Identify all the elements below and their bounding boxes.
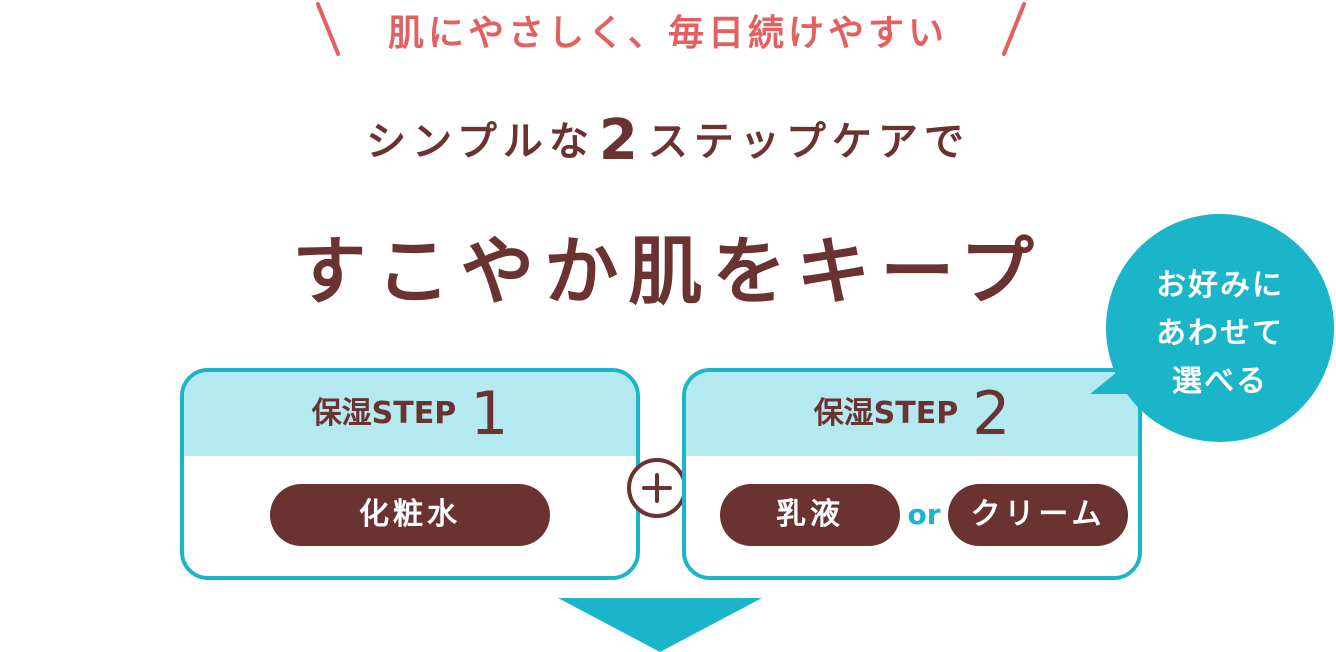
step-1-label: 保湿STEP xyxy=(311,396,457,431)
plus-circle-icon xyxy=(627,458,687,518)
bubble-line-2: あわせて xyxy=(1156,316,1284,351)
subtitle-after: ステップケアで xyxy=(647,119,970,165)
cream-pill: クリーム xyxy=(948,484,1128,546)
or-connector: or xyxy=(907,498,941,531)
tagline: 肌にやさしく、毎日続けやすい xyxy=(387,13,948,54)
subtitle-before: シンプルな xyxy=(366,119,595,165)
subtitle-number: 2 xyxy=(598,108,644,173)
speech-bubble-text: お好みに あわせて 選べる xyxy=(1106,262,1334,406)
milk-pill: 乳液 xyxy=(720,484,900,546)
bubble-line-3: 選べる xyxy=(1172,364,1268,399)
bubble-line-1: お好みに xyxy=(1156,268,1284,303)
tagline-block: 肌にやさしく、毎日続けやすい xyxy=(0,0,1336,60)
speech-bubble xyxy=(1106,214,1334,442)
step-card-2-header: 保湿STEP 2 xyxy=(686,372,1138,456)
toner-pill: 化粧水 xyxy=(270,484,550,546)
headline: すこやか肌をキープ xyxy=(292,229,1044,315)
step-2-label: 保湿STEP xyxy=(813,396,959,431)
step-1-number: 1 xyxy=(470,379,509,449)
step-card-1: 保湿STEP 1 化粧水 xyxy=(180,368,640,580)
step-2-number: 2 xyxy=(972,379,1011,449)
arrow-down-icon xyxy=(558,598,762,652)
step-card-1-header: 保湿STEP 1 xyxy=(184,372,636,456)
step-card-2: 保湿STEP 2 乳液 or クリーム xyxy=(682,368,1142,580)
